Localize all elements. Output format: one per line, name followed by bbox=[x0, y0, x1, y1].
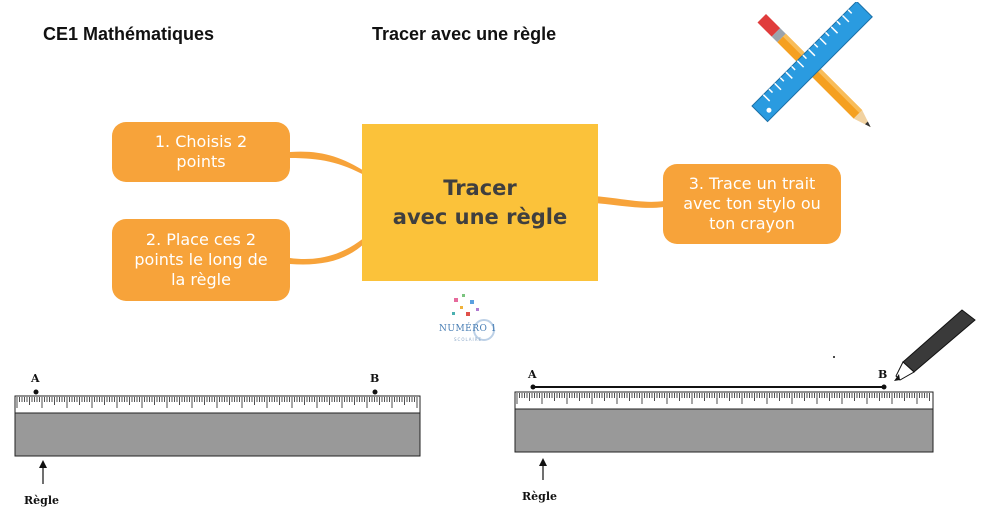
right-point-b-label: B bbox=[878, 368, 888, 381]
logo-name: NUMÉRO 1 bbox=[439, 324, 497, 334]
right-point-a-dot bbox=[530, 384, 536, 390]
right-point-a-label: A bbox=[528, 368, 537, 381]
connector-step1 bbox=[290, 151, 366, 176]
right-point-b-dot bbox=[881, 384, 887, 390]
right-ruler bbox=[514, 391, 934, 453]
step-2-box: 2. Place ces 2 points le long de la règl… bbox=[112, 219, 290, 301]
connector-step3 bbox=[594, 196, 664, 208]
step-1-text: 1. Choisis 2 points bbox=[154, 132, 248, 171]
step-3-text: 3. Trace un trait avec ton stylo ou ton … bbox=[683, 174, 821, 233]
left-point-b-dot bbox=[372, 389, 378, 395]
ruler-pencil-icon bbox=[751, 2, 873, 128]
logo-subtitle: SCOLAIRE bbox=[453, 337, 483, 342]
ruler-icon bbox=[751, 2, 873, 123]
step-2-text: 2. Place ces 2 points le long de la règl… bbox=[134, 230, 268, 289]
left-point-a-label: A bbox=[31, 372, 40, 385]
brand-logo: NUMÉRO 1 SCOLAIRE bbox=[432, 292, 504, 352]
subject-heading: CE1 Mathématiques bbox=[43, 24, 215, 44]
arrow-up-icon bbox=[539, 458, 547, 480]
center-topic-box: Tracer avec une règle bbox=[362, 124, 598, 281]
left-point-a-dot bbox=[33, 389, 39, 395]
step-1-box: 1. Choisis 2 points bbox=[112, 122, 290, 182]
left-ruler-label: Règle bbox=[24, 494, 60, 507]
left-point-b-label: B bbox=[370, 372, 380, 385]
page-title: Tracer avec une règle bbox=[372, 24, 557, 44]
pencil-icon bbox=[757, 13, 871, 128]
left-ruler bbox=[14, 395, 421, 457]
logo-sparkles-icon bbox=[452, 294, 495, 341]
step-3-box: 3. Trace un trait avec ton stylo ou ton … bbox=[663, 164, 841, 244]
right-ruler-label: Règle bbox=[522, 490, 558, 503]
arrow-up-icon bbox=[39, 460, 47, 484]
pen-icon bbox=[894, 309, 976, 381]
center-topic-text: Tracer avec une règle bbox=[392, 175, 568, 229]
connector-step2 bbox=[290, 236, 366, 265]
